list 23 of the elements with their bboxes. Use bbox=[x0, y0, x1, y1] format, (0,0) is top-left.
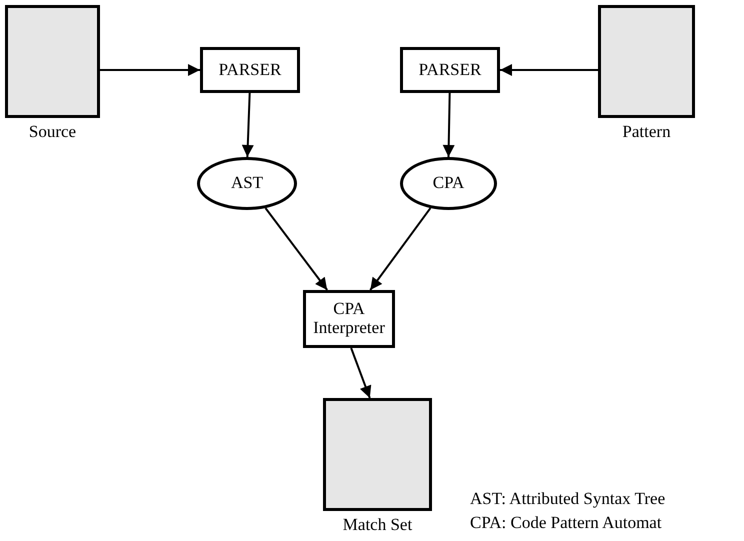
arrow bbox=[100, 64, 200, 76]
arrow bbox=[369, 208, 432, 291]
data-box bbox=[5, 5, 100, 118]
arrow bbox=[500, 64, 598, 76]
legend-note: AST: Attributed Syntax Tree bbox=[470, 489, 666, 509]
arrow bbox=[442, 92, 455, 158]
process-box bbox=[400, 47, 500, 93]
node-label: Source bbox=[28, 122, 76, 142]
arrow bbox=[242, 92, 254, 158]
legend-note: CPA: Code Pattern Automat bbox=[470, 513, 662, 533]
node-label: Pattern bbox=[622, 122, 671, 142]
node-label: PARSER bbox=[218, 60, 282, 80]
arrow bbox=[264, 208, 328, 291]
process-box bbox=[303, 290, 395, 348]
node-label: Match Set bbox=[342, 515, 412, 535]
process-box bbox=[200, 47, 300, 93]
node-label: AST bbox=[230, 174, 264, 193]
node-label: CPA bbox=[432, 174, 464, 193]
arrow bbox=[350, 348, 372, 398]
node-label: PARSER bbox=[418, 60, 482, 80]
data-box bbox=[323, 398, 432, 511]
node-label: CPA Interpreter bbox=[312, 300, 386, 338]
data-box bbox=[598, 5, 695, 118]
